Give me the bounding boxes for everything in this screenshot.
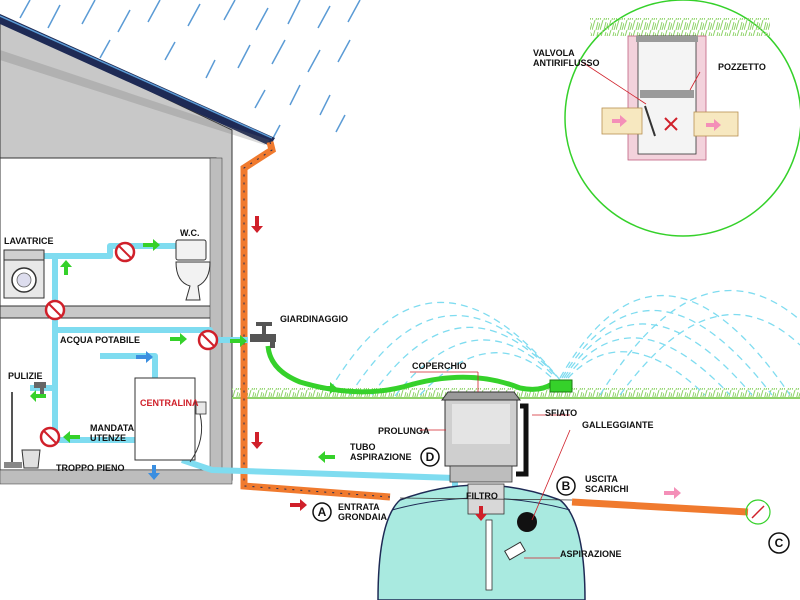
badge-c-letter: C bbox=[775, 536, 784, 550]
badge-c bbox=[768, 532, 790, 554]
label-mandata-utenze: UTENZE bbox=[90, 433, 126, 443]
toilet-icon bbox=[175, 239, 211, 301]
label-entrata: ENTRATA bbox=[338, 502, 380, 512]
garden-hose bbox=[265, 345, 554, 395]
lawn bbox=[232, 388, 800, 398]
badge-d-letter: D bbox=[426, 450, 435, 464]
overflow-drain-pipe bbox=[571, 498, 749, 516]
label-centralina: CENTRALINA bbox=[140, 398, 199, 408]
label-filtro: FILTRO bbox=[466, 491, 498, 501]
detail-inset bbox=[564, 0, 800, 237]
vent-pipe bbox=[516, 403, 529, 477]
label-valvola-antiriflusso: ANTIRIFLUSSO bbox=[533, 58, 600, 68]
check-valve-marker bbox=[751, 505, 765, 519]
label-troppo-pieno: TROPPO PIENO bbox=[56, 463, 125, 473]
badge-b-letter: B bbox=[562, 479, 571, 493]
badges: A B C D bbox=[312, 447, 790, 554]
badge-a bbox=[312, 502, 332, 522]
label-prolunga: PROLUNGA bbox=[378, 426, 430, 436]
labels: LAVATRICE W.C. ACQUA POTABILE PULIZIE CE… bbox=[4, 48, 766, 559]
downpipe bbox=[240, 141, 749, 516]
label-uscita: USCITA bbox=[585, 474, 618, 484]
non-potable-sign-icon bbox=[39, 241, 219, 448]
label-lavatrice: LAVATRICE bbox=[4, 236, 54, 246]
rainwater-tank bbox=[377, 391, 586, 600]
float-icon bbox=[517, 512, 537, 532]
label-sfiato: SFIATO bbox=[545, 408, 577, 418]
label-pulizie: PULIZIE bbox=[8, 371, 43, 381]
label-galleggiante: GALLEGGIANTE bbox=[582, 420, 654, 430]
label-giardinaggio: GIARDINAGGIO bbox=[280, 314, 348, 324]
label-acqua-potabile: ACQUA POTABILE bbox=[60, 335, 140, 345]
label-wc: W.C. bbox=[180, 228, 200, 238]
label-tubo-aspirazione: ASPIRAZIONE bbox=[350, 452, 412, 462]
label-mandata: MANDATA bbox=[90, 423, 135, 433]
garden-tap-icon bbox=[250, 322, 276, 348]
label-coperchio: COPERCHIO bbox=[412, 361, 467, 371]
badge-d bbox=[420, 447, 440, 467]
leader-lines bbox=[410, 61, 701, 559]
sprinkler-spray bbox=[329, 289, 800, 397]
sprinkler-head bbox=[549, 379, 573, 393]
tank-cover bbox=[441, 391, 521, 401]
control-unit bbox=[134, 377, 207, 463]
suction-intake bbox=[504, 541, 526, 561]
label-tubo: TUBO bbox=[350, 442, 376, 452]
label-valvola: VALVOLA bbox=[533, 48, 575, 58]
detail-marker-circle bbox=[745, 499, 771, 525]
label-entrata-grondaia: GRONDAIA bbox=[338, 512, 387, 522]
broom-and-bucket-icon bbox=[4, 392, 41, 469]
tap-icon-pulizie bbox=[34, 382, 46, 394]
washing-machine-icon bbox=[3, 249, 45, 299]
label-pozzetto: POZZETTO bbox=[718, 62, 766, 72]
flow-arrows bbox=[30, 216, 681, 521]
label-aspirazione: ASPIRAZIONE bbox=[560, 549, 622, 559]
badge-a-letter: A bbox=[318, 505, 327, 519]
label-uscita-scarichi: SCARICHI bbox=[585, 484, 629, 494]
badge-b bbox=[556, 476, 576, 496]
